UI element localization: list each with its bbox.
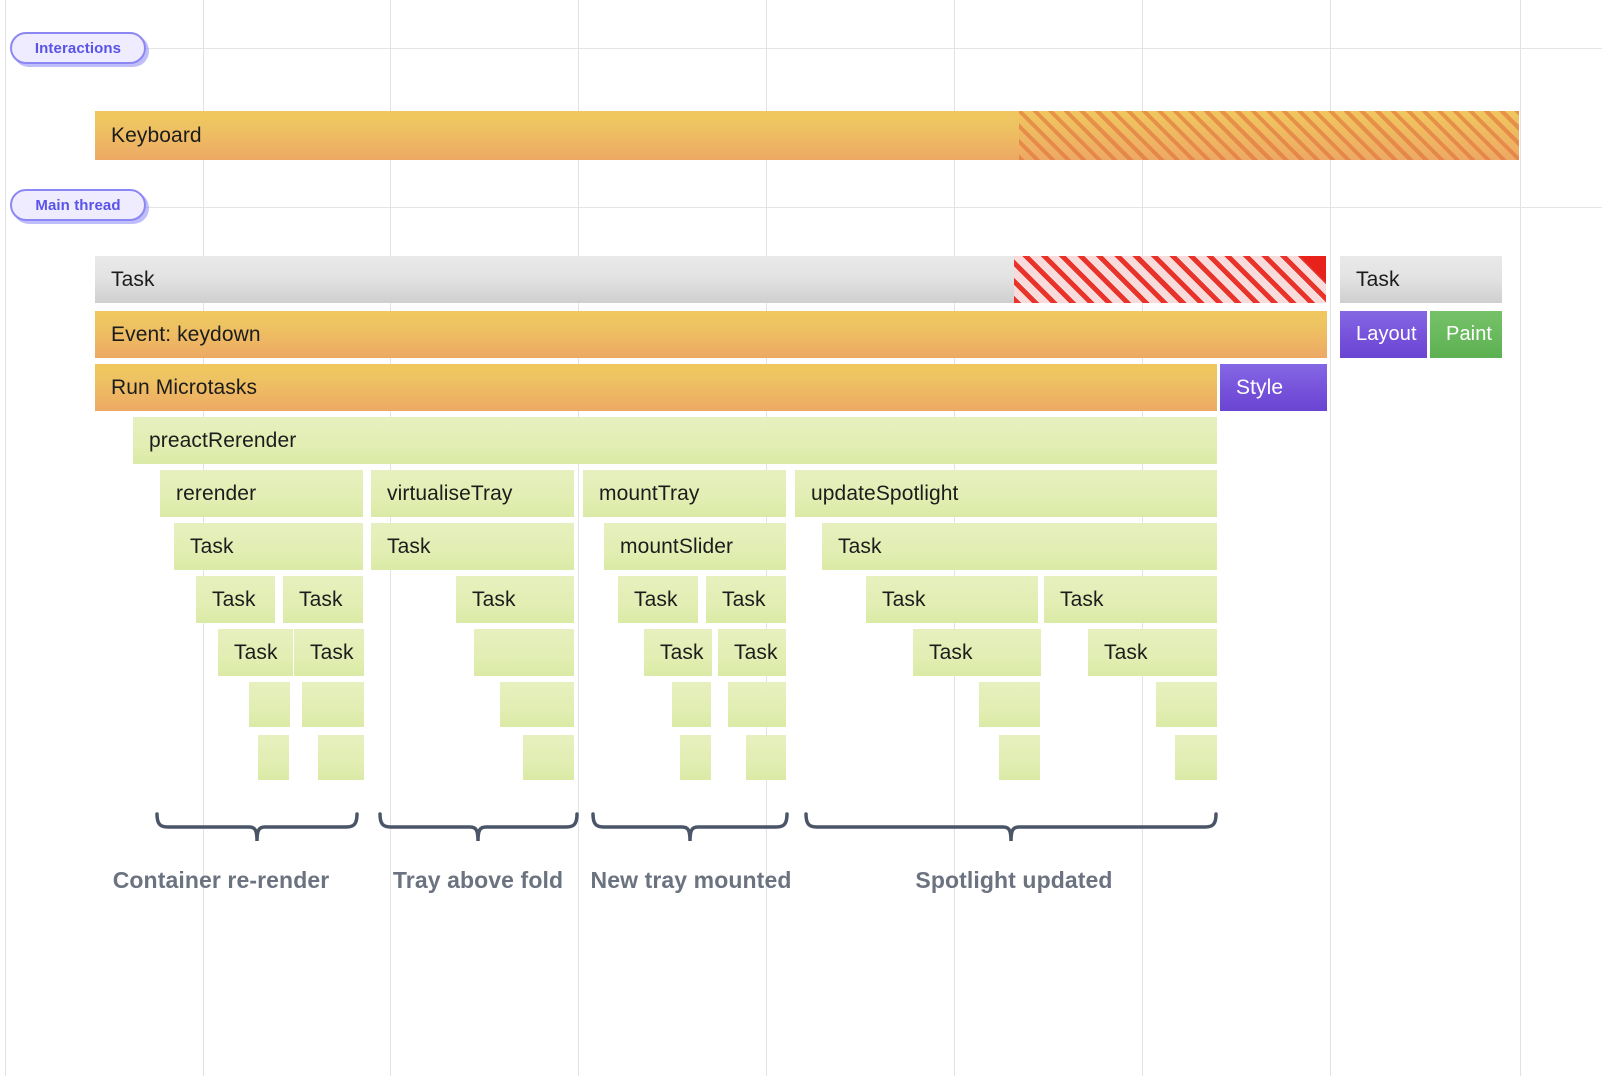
flame-bar-update-spotlight[interactable]: updateSpotlight <box>795 470 1217 517</box>
flame-bar-mount-slider[interactable]: mountSlider <box>604 523 786 570</box>
flame-bar-layout[interactable]: Layout <box>1340 311 1427 358</box>
flame-bar-task-root[interactable]: Task <box>95 256 1015 303</box>
flame-bar-task-d7-2-label: Task <box>310 640 354 664</box>
flame-bar-preact-rerender-label: preactRerender <box>149 428 297 452</box>
flame-bar-d9-6[interactable] <box>999 735 1040 780</box>
flame-bar-task-rerender-1[interactable]: Task <box>174 523 363 570</box>
flame-bar-task-root-label: Task <box>111 267 155 291</box>
interaction-bar-keyboard-label: Keyboard <box>111 123 202 147</box>
flame-bar-virtualise-tray[interactable]: virtualiseTray <box>371 470 574 517</box>
flame-bar-d8-6[interactable] <box>979 682 1040 727</box>
flame-bar-paint-label: Paint <box>1446 323 1493 345</box>
flame-bar-rerender-label: rerender <box>176 481 257 505</box>
flame-bar-event-keydown[interactable]: Event: keydown <box>95 311 1327 358</box>
flame-bar-task-d6-7[interactable]: Task <box>1044 576 1217 623</box>
flame-bar-d9-7[interactable] <box>1175 735 1217 780</box>
flame-bar-d9-1[interactable] <box>258 735 289 780</box>
flame-bar-task-d6-5[interactable]: Task <box>706 576 786 623</box>
flame-bar-task-d7-5-label: Task <box>734 640 778 664</box>
flame-bar-task-d7-7[interactable]: Task <box>1088 629 1217 676</box>
annotation-caption-new-tray-mounted: New tray mounted <box>590 867 792 893</box>
bracket-container-re-render <box>154 810 360 846</box>
bracket-new-tray-mounted <box>590 810 790 846</box>
flame-bar-style-label: Style <box>1236 375 1284 399</box>
flame-bar-update-spotlight-label: updateSpotlight <box>811 481 959 505</box>
annotation-caption-spotlight-updated: Spotlight updated <box>915 867 1113 893</box>
flame-bar-run-microtasks-label: Run Microtasks <box>111 375 258 399</box>
flame-bar-task-virtualise-1-label: Task <box>387 534 431 558</box>
bracket-spotlight-updated <box>803 810 1219 846</box>
flame-bar-virtualise-tray-label: virtualiseTray <box>387 481 513 505</box>
flame-bar-d8-1[interactable] <box>249 682 290 727</box>
flame-bar-task-spotlight-1-label: Task <box>838 534 882 558</box>
flame-bar-task-d7-2[interactable]: Task <box>294 629 364 676</box>
flame-bar-d8-4[interactable] <box>672 682 711 727</box>
flame-bar-mount-slider-label: mountSlider <box>620 534 734 558</box>
track-badge-interactions-label: Interactions <box>34 39 122 57</box>
annotation-caption-container-re-render: Container re-render <box>112 867 330 893</box>
flame-bar-paint[interactable]: Paint <box>1430 311 1502 358</box>
gridline <box>578 0 579 1076</box>
annotation-caption-tray-above-fold: Tray above fold <box>392 867 564 893</box>
flame-bar-d8-5[interactable] <box>728 682 786 727</box>
flame-bar-mount-tray-label: mountTray <box>599 481 700 505</box>
flame-bar-task-d6-3-label: Task <box>472 587 516 611</box>
flame-bar-task-d7-5[interactable]: Task <box>718 629 786 676</box>
flame-bar-task-d6-1-label: Task <box>212 587 256 611</box>
bracket-tray-above-fold <box>377 810 580 846</box>
flame-bar-d8-2[interactable] <box>302 682 364 727</box>
flame-bar-event-keydown-label: Event: keydown <box>111 322 261 346</box>
interactions-track-rule <box>140 48 1602 49</box>
flame-bar-task-d6-5-label: Task <box>722 587 766 611</box>
track-badge-main-thread-label: Main thread <box>35 196 121 214</box>
flame-bar-run-microtasks[interactable]: Run Microtasks <box>95 364 1217 411</box>
flame-bar-task-d6-6-label: Task <box>882 587 926 611</box>
flame-bar-d9-4[interactable] <box>680 735 711 780</box>
flame-bar-task-d6-7-label: Task <box>1060 587 1104 611</box>
flame-bar-task-rerender-1-label: Task <box>190 534 234 558</box>
flame-bar-task-d7-1-label: Task <box>234 640 278 664</box>
flame-bar-d8-7[interactable] <box>1156 682 1217 727</box>
flame-bar-task-d7-7-label: Task <box>1104 640 1148 664</box>
interaction-bar-keyboard[interactable]: Keyboard <box>95 111 1020 160</box>
flame-bar-mount-tray[interactable]: mountTray <box>583 470 786 517</box>
flame-bar-task-virtualise-1[interactable]: Task <box>371 523 574 570</box>
flame-bar-task-second-label: Task <box>1356 267 1400 291</box>
flame-bar-task-d7-6[interactable]: Task <box>913 629 1041 676</box>
flame-bar-task-d6-2-label: Task <box>299 587 343 611</box>
flame-bar-style[interactable]: Style <box>1220 364 1327 411</box>
flame-bar-task-d7-3[interactable] <box>474 629 574 676</box>
flame-bar-task-d6-3[interactable]: Task <box>456 576 574 623</box>
interaction-bar-keyboard-overrun[interactable] <box>1019 111 1519 160</box>
flame-bar-task-d7-4-label: Task <box>660 640 704 664</box>
flame-bar-task-d6-4[interactable]: Task <box>618 576 698 623</box>
flame-bar-layout-label: Layout <box>1356 323 1417 345</box>
flame-bar-task-spotlight-1[interactable]: Task <box>822 523 1217 570</box>
flame-bar-d9-3[interactable] <box>523 735 574 780</box>
flame-bar-preact-rerender[interactable]: preactRerender <box>133 417 1217 464</box>
gridline <box>1520 0 1521 1076</box>
flame-bar-task-d7-4[interactable]: Task <box>644 629 712 676</box>
flame-bar-task-d6-4-label: Task <box>634 587 678 611</box>
flame-bar-d9-5[interactable] <box>746 735 786 780</box>
flame-bar-task-second[interactable]: Task <box>1340 256 1502 303</box>
gridline <box>5 0 6 1076</box>
flame-bar-task-d6-1[interactable]: Task <box>196 576 275 623</box>
main-thread-track-rule <box>143 207 1602 208</box>
long-task-warning-icon <box>1300 256 1326 282</box>
flame-bar-task-d6-6[interactable]: Task <box>866 576 1038 623</box>
track-badge-interactions[interactable]: Interactions <box>10 32 146 64</box>
flame-bar-d8-3[interactable] <box>500 682 574 727</box>
flame-bar-rerender[interactable]: rerender <box>160 470 363 517</box>
flame-bar-task-d7-1[interactable]: Task <box>218 629 293 676</box>
track-badge-main-thread[interactable]: Main thread <box>10 189 146 221</box>
gridline <box>1330 0 1331 1076</box>
flame-bar-task-d6-2[interactable]: Task <box>283 576 363 623</box>
flame-bar-d9-2[interactable] <box>318 735 364 780</box>
flame-bar-task-root-long-task[interactable] <box>1014 256 1326 303</box>
flame-bar-task-d7-6-label: Task <box>929 640 973 664</box>
